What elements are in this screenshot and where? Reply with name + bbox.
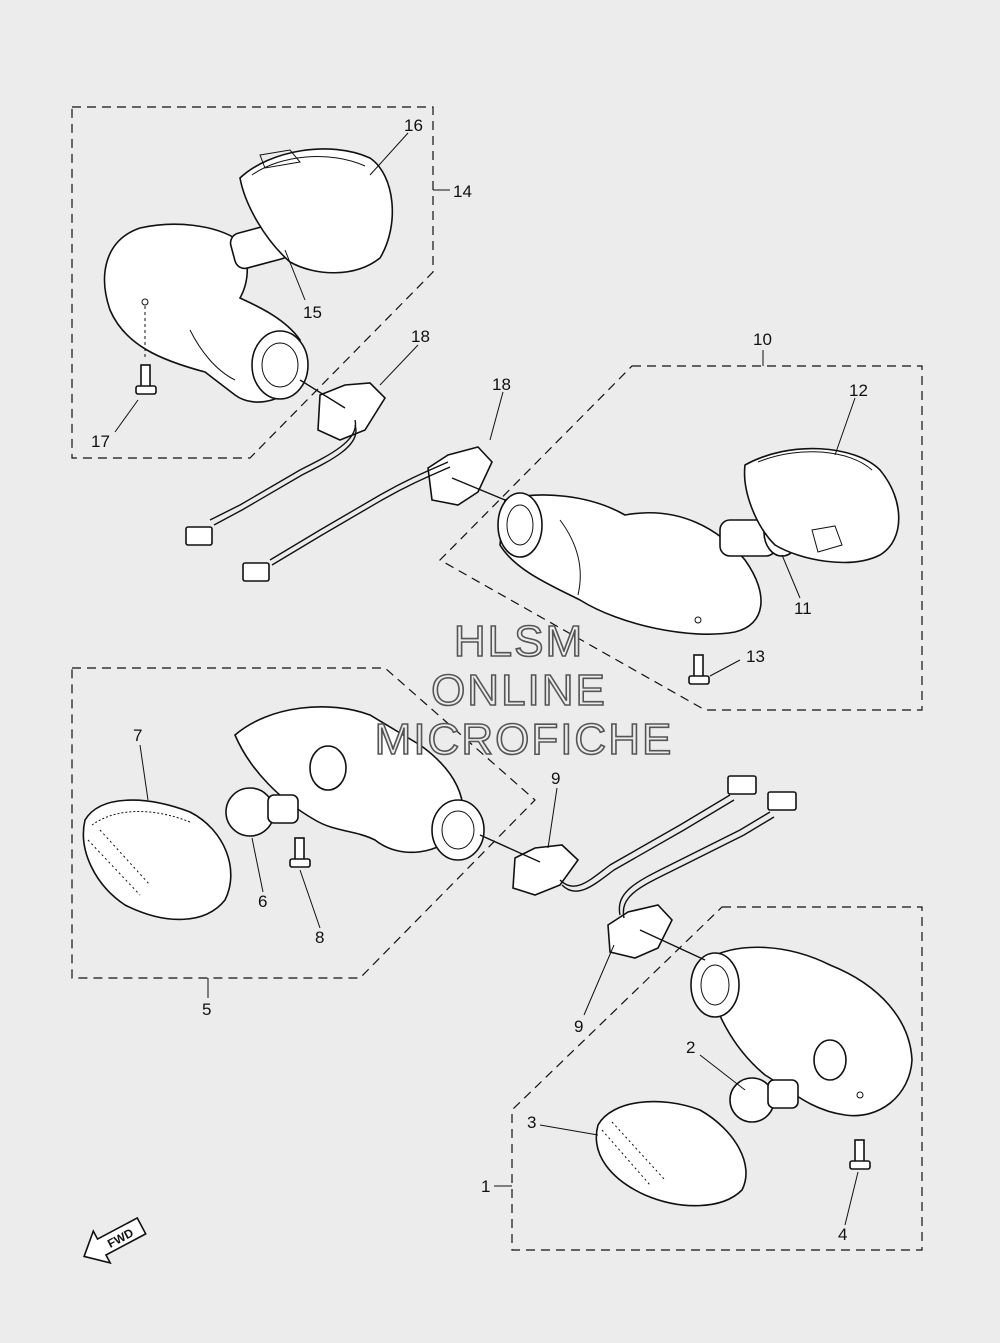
leader-lines	[114, 132, 859, 1226]
callout-18-left: 18	[411, 327, 430, 346]
callout-18-right: 18	[492, 375, 511, 394]
callout-11: 11	[794, 599, 812, 618]
callout-9-upper: 9	[551, 769, 560, 788]
callout-4: 4	[838, 1225, 847, 1244]
assembly-boundary-5	[71, 667, 536, 979]
callout-9-lower: 9	[574, 1017, 583, 1036]
callout-6: 6	[258, 892, 267, 911]
callout-7: 7	[133, 726, 142, 745]
assembly-boundary-14	[71, 106, 434, 459]
callout-1: 1	[481, 1177, 490, 1196]
callout-3: 3	[527, 1113, 536, 1132]
callout-13: 13	[746, 647, 765, 666]
callout-numbers: 1 2 3 4 5 6 7 8 9 9 10 11 12 13 14 15 16…	[91, 116, 868, 1244]
callout-14: 14	[453, 182, 472, 201]
front-left-turn-signal	[82, 706, 757, 921]
callout-10: 10	[753, 330, 772, 349]
callout-2: 2	[686, 1038, 695, 1057]
front-right-turn-signal	[595, 791, 913, 1207]
callout-12: 12	[849, 381, 868, 400]
watermark: HLSM ONLINE MICROFICHE	[374, 616, 674, 765]
assembly-boundary-1	[511, 906, 923, 1251]
callout-5: 5	[202, 1000, 211, 1019]
rear-right-turn-signal	[242, 446, 900, 685]
rear-left-turn-signal	[103, 148, 394, 546]
callout-17: 17	[91, 432, 110, 451]
watermark-line-1: HLSM	[454, 617, 584, 666]
watermark-line-2: ONLINE	[431, 666, 607, 715]
assembly-boundary-10	[439, 365, 923, 711]
watermark-line-3: MICROFICHE	[375, 715, 674, 764]
callout-8: 8	[315, 928, 324, 947]
callout-16: 16	[404, 116, 423, 135]
callout-15: 15	[303, 303, 322, 322]
fwd-arrow-icon: FWD	[83, 1216, 147, 1265]
